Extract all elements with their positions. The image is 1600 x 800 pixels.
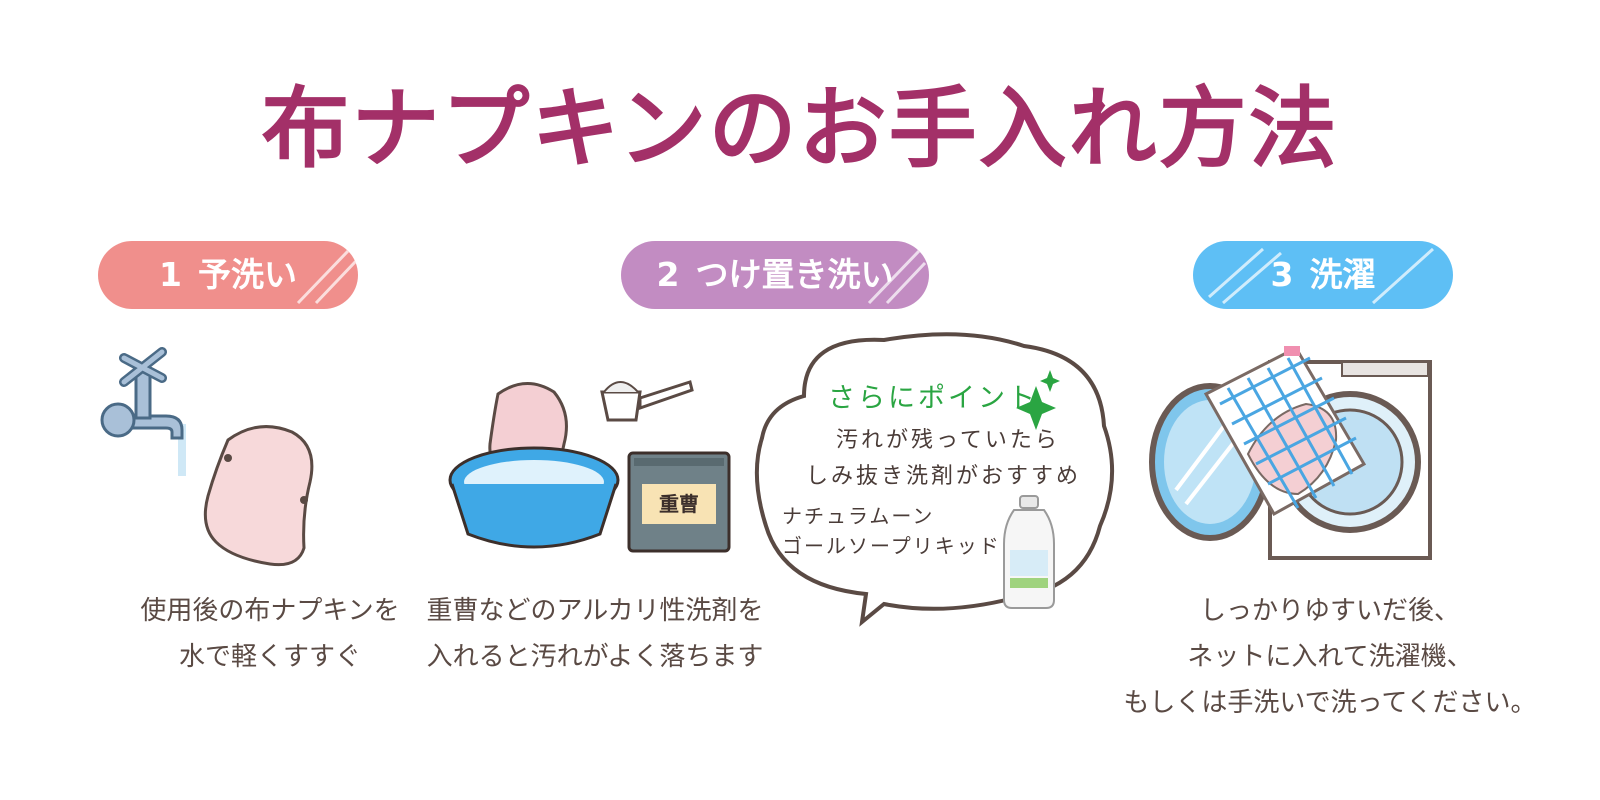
step-label: 予洗い	[197, 255, 297, 294]
page-title: 布ナプキンのお手入れ方法	[261, 77, 1339, 180]
basin-icon	[448, 382, 620, 549]
bubble-product-line: ナチュラムーン	[782, 504, 935, 528]
baking-soda-label: 重曹	[642, 484, 716, 524]
description-line: 重曹などのアルカリ性洗剤を	[426, 596, 764, 626]
step-number: 1	[159, 255, 182, 294]
badge-shine-icon	[296, 249, 358, 305]
step-label: つけ置き洗い	[695, 255, 894, 294]
measuring-scoop-icon	[600, 380, 694, 422]
bubble-tip-line: しみ抜き洗剤がおすすめ	[806, 464, 1082, 489]
step-1-description: 使用後の布ナプキンを 水で軽くすすぐ	[40, 588, 500, 680]
bubble-tip-line: 汚れが残っていたら	[836, 428, 1060, 453]
description-line: もしくは手洗いで洗ってください。	[1123, 688, 1537, 718]
description-line: しっかりゆすいだ後、	[1199, 596, 1460, 626]
step-1-badge: 1 予洗い	[98, 241, 358, 309]
description-line: 入れると汚れがよく落ちます	[426, 642, 764, 672]
step-label: 洗濯	[1309, 255, 1376, 294]
sparkle-icon	[1016, 386, 1056, 430]
step-3-badge: 3 洗濯	[1193, 241, 1453, 309]
cloth-pad-icon	[203, 425, 314, 567]
description-line: 水で軽くすすぐ	[178, 642, 361, 672]
badge-shine-icon	[1208, 247, 1435, 305]
step-number: 3	[1270, 255, 1294, 294]
step-2-description: 重曹などのアルカリ性洗剤を 入れると汚れがよく落ちます	[385, 588, 805, 680]
description-line: ネットに入れて洗濯機、	[1187, 642, 1473, 672]
badge-shine-icon	[867, 249, 927, 305]
step-number: 2	[656, 255, 680, 294]
bubble-heading: さらにポイント	[828, 383, 1038, 414]
laundry-net-icon	[1203, 346, 1367, 517]
faucet-icon	[100, 347, 186, 476]
bubble-product-line: ゴールソープリキッド	[782, 534, 1001, 558]
step-2-badge: 2 つけ置き洗い	[621, 241, 929, 309]
detergent-bottle-icon	[1003, 495, 1055, 609]
description-line: 使用後の布ナプキンを	[140, 596, 400, 626]
step-3-description: しっかりゆすいだ後、 ネットに入れて洗濯機、 もしくは手洗いで洗ってください。	[1080, 588, 1580, 726]
